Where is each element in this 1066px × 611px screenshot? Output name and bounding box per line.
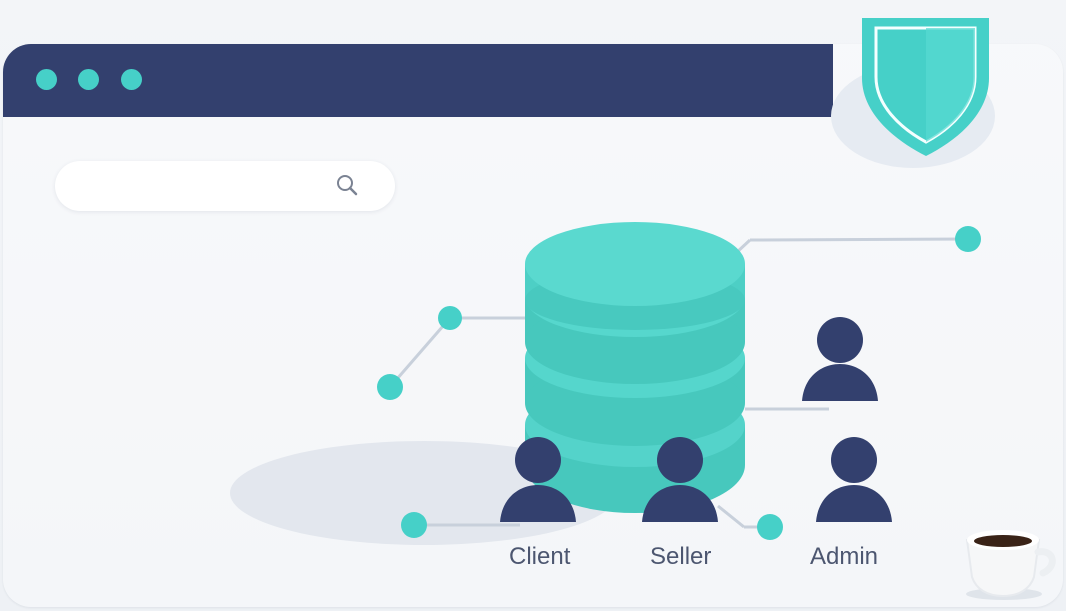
coffee-cup xyxy=(954,521,1059,601)
connector-lines xyxy=(388,237,969,529)
network-node-1 xyxy=(438,306,462,330)
window-dot-3[interactable] xyxy=(121,69,142,90)
security-shield xyxy=(818,0,1008,180)
network-nodes xyxy=(377,226,981,540)
shield-icon xyxy=(831,18,995,168)
role-label-admin: Admin xyxy=(810,543,879,570)
user-icon xyxy=(642,437,718,522)
user-icon xyxy=(802,317,878,401)
search-icon[interactable] xyxy=(334,172,360,198)
window-dot-2[interactable] xyxy=(78,69,99,90)
user-icon xyxy=(500,437,576,522)
user-icon xyxy=(816,437,892,522)
window-dot-1[interactable] xyxy=(36,69,57,90)
role-label-client: Client xyxy=(509,543,571,570)
network-node-2 xyxy=(377,374,403,400)
network-node-5 xyxy=(757,514,783,540)
network-node-3 xyxy=(955,226,981,252)
role-label-seller: Seller xyxy=(650,543,712,570)
coffee-cup-icon xyxy=(965,530,1056,600)
network-node-4 xyxy=(401,512,427,538)
